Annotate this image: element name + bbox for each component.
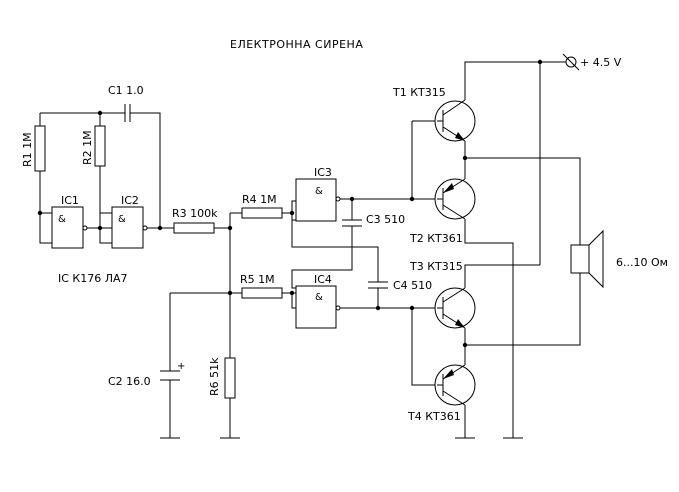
c2-label: C2 16.0 (108, 375, 151, 388)
ic4-label: IC4 (314, 273, 332, 286)
capacitor-c3: C3 510 (342, 213, 405, 227)
ic3-label: IC3 (314, 166, 332, 179)
speaker-icon: 6...10 Ом (570, 229, 668, 289)
transistor-t4: T4 КТ361 (407, 364, 476, 423)
power-label: + 4.5 V (580, 56, 622, 69)
transistor-t2: T2 КТ361 (409, 178, 476, 245)
c4-label: C4 510 (393, 279, 432, 292)
r5-label: R5 1M (240, 273, 275, 286)
resistor-r2-body (94, 125, 106, 167)
r6-label: R6 51k (208, 357, 221, 396)
resistor-r1: R1 1M (21, 125, 46, 172)
resistor-r4: R4 1M (241, 193, 283, 219)
gate-ic4: & IC4 (295, 273, 341, 329)
gate-ic1: & IC1 (51, 194, 88, 249)
stage-wires (169, 198, 412, 438)
capacitor-c2: + C2 16.0 (108, 361, 185, 388)
output-wires (411, 61, 581, 438)
ic1-symbol: & (58, 214, 66, 225)
r1-label: R1 1M (21, 132, 34, 167)
t2-label: T2 КТ361 (409, 232, 463, 245)
schematic-title: ЕЛЕКТРОННА СИРЕНА (230, 38, 363, 51)
resistor-r3: R3 100k (172, 207, 218, 234)
ic2-symbol: & (118, 214, 126, 225)
ic1-label: IC1 (61, 194, 79, 207)
ic2-label: IC2 (121, 194, 139, 207)
r4-label: R4 1M (242, 193, 277, 206)
c2-polarity: + (177, 361, 185, 372)
transistor-t1: T1 КТ315 (392, 86, 476, 142)
ic-type-note: IC К176 ЛА7 (58, 272, 128, 285)
ic3-symbol: & (315, 186, 323, 197)
t4-label: T4 КТ361 (407, 410, 461, 423)
resistor-r1-body (34, 125, 46, 172)
t1-label: T1 КТ315 (392, 86, 446, 99)
junction-dots (37, 59, 543, 348)
r2-label: R2 1M (81, 130, 94, 165)
c1-label: C1 1.0 (108, 84, 144, 97)
gate-ic2: & IC2 (111, 194, 148, 249)
resistor-r2: R2 1M (81, 125, 106, 167)
t3-label: T3 КТ315 (409, 260, 463, 273)
power-terminal: + 4.5 V (562, 53, 622, 71)
speaker-label: 6...10 Ом (616, 256, 668, 269)
resistor-r6: R6 51k (208, 357, 236, 399)
capacitor-c4: C4 510 (368, 279, 432, 292)
resistor-r5: R5 1M (240, 273, 283, 299)
r3-label: R3 100k (172, 207, 218, 220)
c3-label: C3 510 (366, 213, 405, 226)
gate-ic3: & IC3 (295, 166, 341, 222)
transistor-t3: T3 КТ315 (409, 260, 476, 329)
ic4-symbol: & (315, 292, 323, 303)
capacitor-c1: C1 1.0 (108, 84, 144, 122)
